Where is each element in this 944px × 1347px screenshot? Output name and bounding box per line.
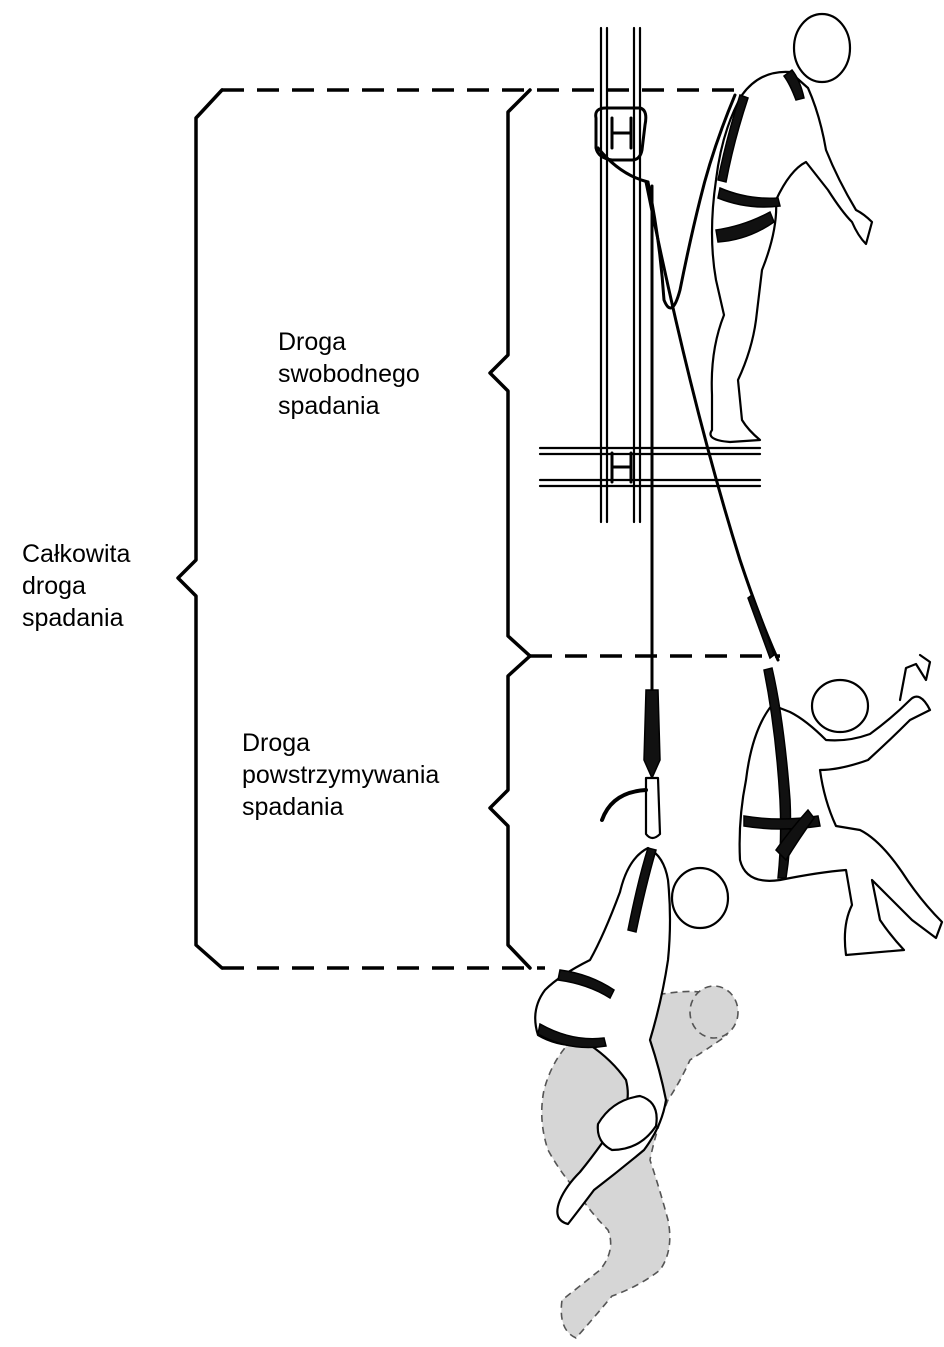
energy-absorber-pack (748, 595, 774, 658)
total-fall-distance-line-1: Całkowita (22, 538, 130, 570)
arrest-distance-line-2: powstrzymywania (242, 759, 439, 791)
total-fall-distance-label: Całkowita droga spadania (22, 538, 130, 634)
anchor-clamp-lower (612, 453, 631, 482)
free-fall-distance-label: Droga swobodnego spadania (278, 326, 420, 422)
free-fall-distance-line-2: swobodnego (278, 358, 420, 390)
arrest-brace (490, 656, 530, 968)
arrest-distance-label: Droga powstrzymywania spadania (242, 727, 439, 823)
free-fall-distance-line-1: Droga (278, 326, 420, 358)
total-fall-distance-line-2: droga (22, 570, 130, 602)
arresting-worker (740, 655, 942, 955)
arrest-distance-line-3: spadania (242, 791, 439, 823)
free-fall-brace (490, 90, 530, 656)
total-fall-distance-line-3: spadania (22, 602, 130, 634)
shock-absorber-and-hook (602, 690, 660, 838)
arrest-distance-line-1: Droga (242, 727, 439, 759)
total-distance-brace (178, 90, 222, 968)
free-fall-distance-line-3: spadania (278, 390, 420, 422)
standing-worker (710, 14, 872, 442)
